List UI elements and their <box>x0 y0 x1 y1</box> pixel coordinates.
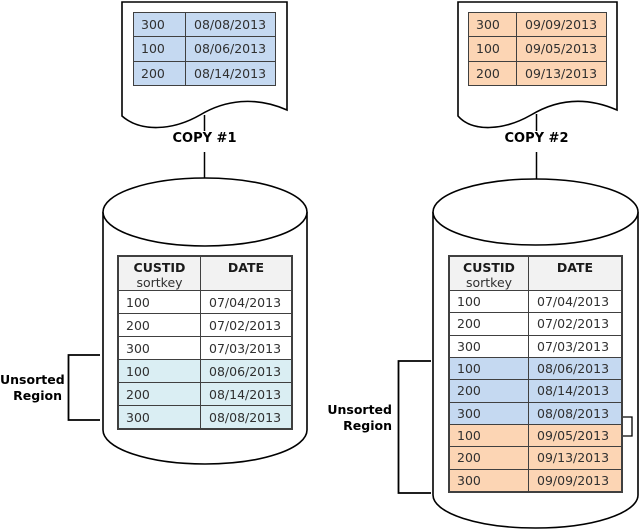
table-row: 100 08/06/2013 <box>134 36 275 61</box>
table-row: 300 08/08/2013 <box>450 401 621 424</box>
copy1-label: COPY #1 <box>172 131 237 146</box>
copy2-label: COPY #2 <box>504 131 569 146</box>
table-row: 300 09/09/2013 <box>469 13 606 37</box>
date-cell: 07/03/2013 <box>537 338 610 354</box>
custid-header-cell: CUSTID sortkey <box>119 257 201 290</box>
table-row: 100 09/05/2013 <box>469 36 606 61</box>
custid-cell: 200 <box>119 314 201 336</box>
custid-cell: 300 <box>450 402 529 424</box>
date-header-label: DATE <box>227 260 265 275</box>
table-row: 200 09/13/2013 <box>469 60 606 85</box>
table-row: 300 08/08/2013 <box>134 13 275 37</box>
custid-cell: 200 <box>450 447 529 469</box>
date-cell: 08/08/2013 <box>209 409 282 425</box>
custid-cell: 200 <box>134 61 186 85</box>
table-row: 200 08/14/2013 <box>119 382 291 405</box>
custid-cell: 200 <box>450 313 529 335</box>
unsorted-region-label-left: Unsorted Region <box>0 372 65 404</box>
copy1-table: 300 08/08/2013 100 08/06/2013 200 08/14/… <box>133 12 276 86</box>
unsorted-label-line1: Unsorted <box>0 372 65 387</box>
date-cell: 08/08/2013 <box>194 17 267 33</box>
custid-cell: 300 <box>119 406 201 428</box>
sortkey-header-label: sortkey <box>465 275 513 290</box>
custid-cell: 300 <box>450 469 529 491</box>
date-cell: 08/14/2013 <box>537 383 610 399</box>
unsorted-label-line1: Unsorted <box>327 402 392 417</box>
date-cell: 08/14/2013 <box>209 386 282 402</box>
custid-cell: 100 <box>134 37 186 61</box>
date-cell: 09/09/2013 <box>537 472 610 488</box>
custid-cell: 300 <box>134 13 186 37</box>
table-row: 100 07/04/2013 <box>450 291 621 313</box>
copy1-table-rows: 300 08/08/2013 100 08/06/2013 200 08/14/… <box>134 13 275 85</box>
date-cell: 08/06/2013 <box>194 41 267 57</box>
custid-cell: 100 <box>119 291 201 313</box>
table-row: 200 07/02/2013 <box>450 312 621 335</box>
unsorted-region-bracket-right <box>397 360 431 494</box>
custid-cell: 100 <box>450 291 529 313</box>
merge-point-bracket <box>623 416 633 437</box>
unsorted-region-bracket-left <box>67 354 100 421</box>
table-row: 300 07/03/2013 <box>450 334 621 357</box>
unsorted-region-label-right: Unsorted Region <box>300 402 392 434</box>
custid-cell: 200 <box>119 383 201 405</box>
table-row: 100 08/06/2013 <box>450 356 621 380</box>
date-cell: 09/13/2013 <box>537 450 610 466</box>
custid-cell: 300 <box>450 335 529 357</box>
table-row: 200 07/02/2013 <box>119 313 291 336</box>
unsorted-label-line2: Region <box>13 388 62 403</box>
custid-cell: 300 <box>469 13 517 37</box>
right-cylinder-table: CUSTID sortkey DATE 100 07/04/2013 200 0… <box>448 255 623 493</box>
right-table-rows: 100 07/04/2013 200 07/02/2013 300 07/03/… <box>450 291 621 491</box>
date-cell: 09/13/2013 <box>525 65 598 81</box>
custid-cell: 200 <box>450 380 529 402</box>
custid-cell: 100 <box>450 357 529 380</box>
date-cell: 07/04/2013 <box>209 294 282 310</box>
custid-cell: 200 <box>469 61 517 85</box>
table-row: 100 07/04/2013 <box>119 291 291 313</box>
date-header-label: DATE <box>556 260 594 275</box>
date-header-cell: DATE <box>529 257 621 290</box>
date-cell: 08/14/2013 <box>194 65 267 81</box>
table-row: 200 09/13/2013 <box>450 446 621 469</box>
table-row: 200 08/14/2013 <box>450 379 621 402</box>
right-table-header: CUSTID sortkey DATE <box>450 257 621 291</box>
date-header-cell: DATE <box>201 257 291 290</box>
date-cell: 08/06/2013 <box>537 361 610 377</box>
left-cylinder-top <box>102 177 308 247</box>
left-cylinder-table: CUSTID sortkey DATE 100 07/04/2013 200 0… <box>117 255 293 430</box>
copy2-table: 300 09/09/2013 100 09/05/2013 200 09/13/… <box>468 12 607 86</box>
date-cell: 08/08/2013 <box>537 405 610 421</box>
copy2-table-rows: 300 09/09/2013 100 09/05/2013 200 09/13/… <box>469 13 606 85</box>
table-row: 100 09/05/2013 <box>450 423 621 447</box>
date-cell: 09/09/2013 <box>525 17 598 33</box>
custid-cell: 100 <box>469 37 517 61</box>
left-table-header: CUSTID sortkey DATE <box>119 257 291 291</box>
date-cell: 09/05/2013 <box>525 41 598 57</box>
left-table-rows: 100 07/04/2013 200 07/02/2013 300 07/03/… <box>119 291 291 428</box>
date-cell: 07/03/2013 <box>209 340 282 356</box>
unsorted-label-line2: Region <box>343 418 392 433</box>
date-cell: 07/04/2013 <box>537 294 610 310</box>
date-cell: 07/02/2013 <box>209 317 282 333</box>
table-row: 300 07/03/2013 <box>119 336 291 359</box>
right-cylinder-top <box>432 178 639 246</box>
table-row: 100 08/06/2013 <box>119 359 291 382</box>
table-row: 300 08/08/2013 <box>119 405 291 428</box>
custid-cell: 300 <box>119 337 201 359</box>
custid-cell: 100 <box>119 360 201 382</box>
date-cell: 08/06/2013 <box>209 363 282 379</box>
table-row: 300 09/09/2013 <box>450 468 621 491</box>
sortkey-header-label: sortkey <box>136 275 183 290</box>
date-cell: 09/05/2013 <box>537 428 610 444</box>
custid-header-label: CUSTID <box>133 260 186 275</box>
custid-header-cell: CUSTID sortkey <box>450 257 529 290</box>
table-row: 200 08/14/2013 <box>134 60 275 85</box>
custid-cell: 100 <box>450 424 529 447</box>
date-cell: 07/02/2013 <box>537 316 610 332</box>
custid-header-label: CUSTID <box>463 260 515 275</box>
